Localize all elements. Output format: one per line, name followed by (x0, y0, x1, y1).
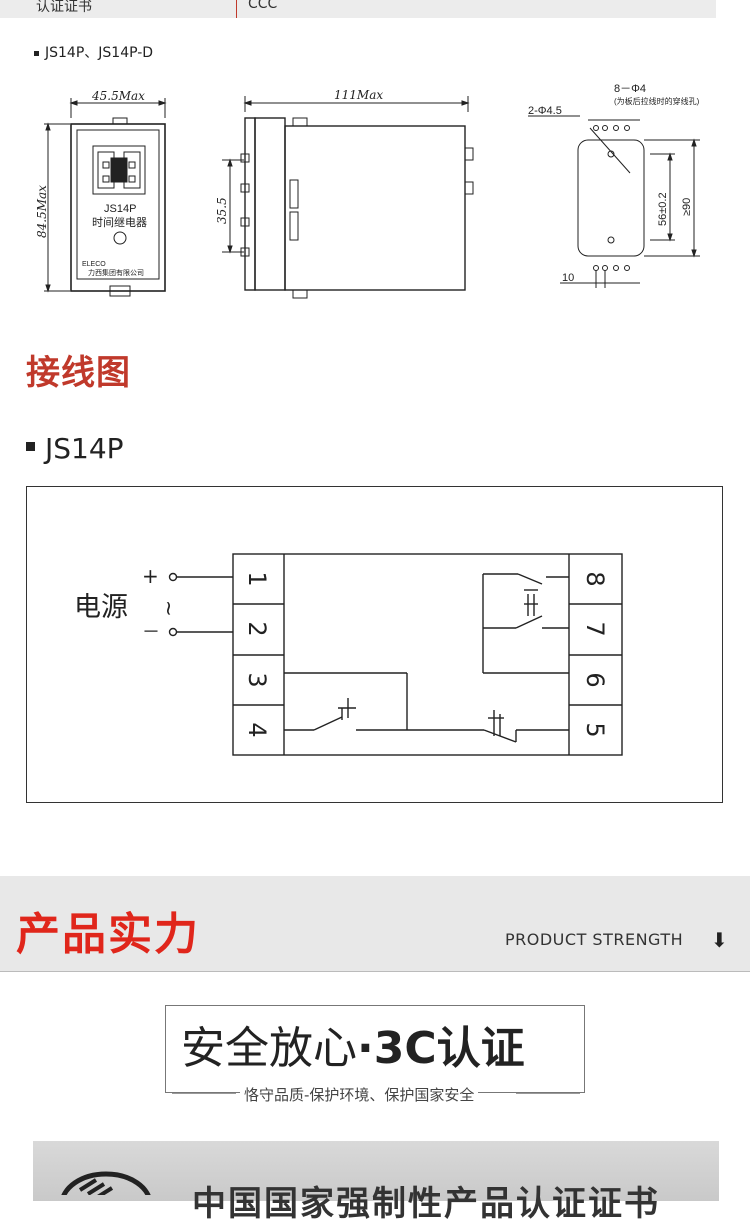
power-label: 电源 (74, 592, 128, 623)
mount-holes-label: 2-Φ4.5 (528, 105, 562, 117)
relay-company-label: 力西集团有限公司 (88, 268, 144, 277)
strength-title: 产品实力 (16, 909, 200, 960)
arrow-down-icon: ⬇ (711, 928, 728, 952)
assurance-heading: 安全放心·3C认证 (181, 1012, 525, 1076)
models-text: JS14P、JS14P-D (45, 45, 154, 61)
strength-band (0, 876, 750, 972)
wiring-section-title: 接线图 (26, 353, 131, 393)
hole-note-label: (为板后拉线时的穿线孔) (614, 96, 700, 106)
front-height-label: 84.5Max (35, 185, 49, 238)
side-length-label: 111Max (334, 88, 383, 102)
minus-sign: － (142, 622, 160, 643)
terminal-1: 1 (243, 571, 271, 586)
strength-subtitle: PRODUCT STRENGTH (505, 930, 684, 949)
assurance-main-right: 3C认证 (373, 1023, 525, 1074)
relay-model-label: JS14P (104, 203, 136, 215)
wiring-model-heading: JS14P (26, 432, 124, 465)
assurance-main-left: 安全放心 (181, 1023, 357, 1074)
spacing-label: 10 (562, 272, 574, 284)
wiring-model-text: JS14P (45, 432, 124, 465)
cert-label: 认证证书 (36, 0, 92, 15)
relay-brand-label: ELECO (82, 261, 106, 268)
assurance-tagline: 恪守品质-保护环境、保护国家安全 (240, 1084, 479, 1105)
terminal-6: 6 (581, 672, 609, 687)
ccc-logo-icon (61, 1171, 151, 1195)
terminal-3: 3 (243, 672, 271, 687)
terminal-8: 8 (581, 571, 609, 586)
dimension-drawing: 45.5Max 84.5Max 111Max 35.5 JS14P 时间继电器 … (35, 83, 700, 299)
bullet-icon (34, 50, 39, 56)
terminal-7: 7 (581, 621, 609, 636)
hole-count-label: 8－Φ4 (614, 83, 646, 95)
terminal-2: 2 (243, 621, 271, 636)
wiring-diagram-frame (26, 486, 723, 803)
terminal-4: 4 (243, 722, 271, 737)
wiring-diagram: 1 2 3 4 8 7 6 5 电源 + － ~ (74, 553, 623, 756)
models-label: JS14P、JS14P-D (34, 42, 153, 62)
bullet-icon (26, 441, 35, 451)
certificate-title: 中国国家强制性产品认证证书 (192, 1184, 660, 1224)
plus-sign: + (142, 564, 159, 588)
assurance-box (165, 1005, 585, 1093)
tagline-rule-right (516, 1093, 580, 1094)
certification-row (0, 0, 716, 18)
tagline-rule-left (172, 1093, 236, 1094)
ac-sign: ~ (157, 600, 181, 617)
assurance-dot: · (357, 1023, 374, 1074)
terminal-5: 5 (581, 722, 609, 737)
relay-name-label: 时间继电器 (92, 216, 147, 229)
cert-value: CCC (248, 0, 278, 12)
pitch-label: 56±0.2 (657, 192, 669, 226)
cert-divider (236, 0, 237, 18)
side-inner-label: 35.5 (215, 197, 229, 224)
min-height-label: ≥90 (681, 198, 693, 216)
front-width-label: 45.5Max (91, 89, 145, 103)
